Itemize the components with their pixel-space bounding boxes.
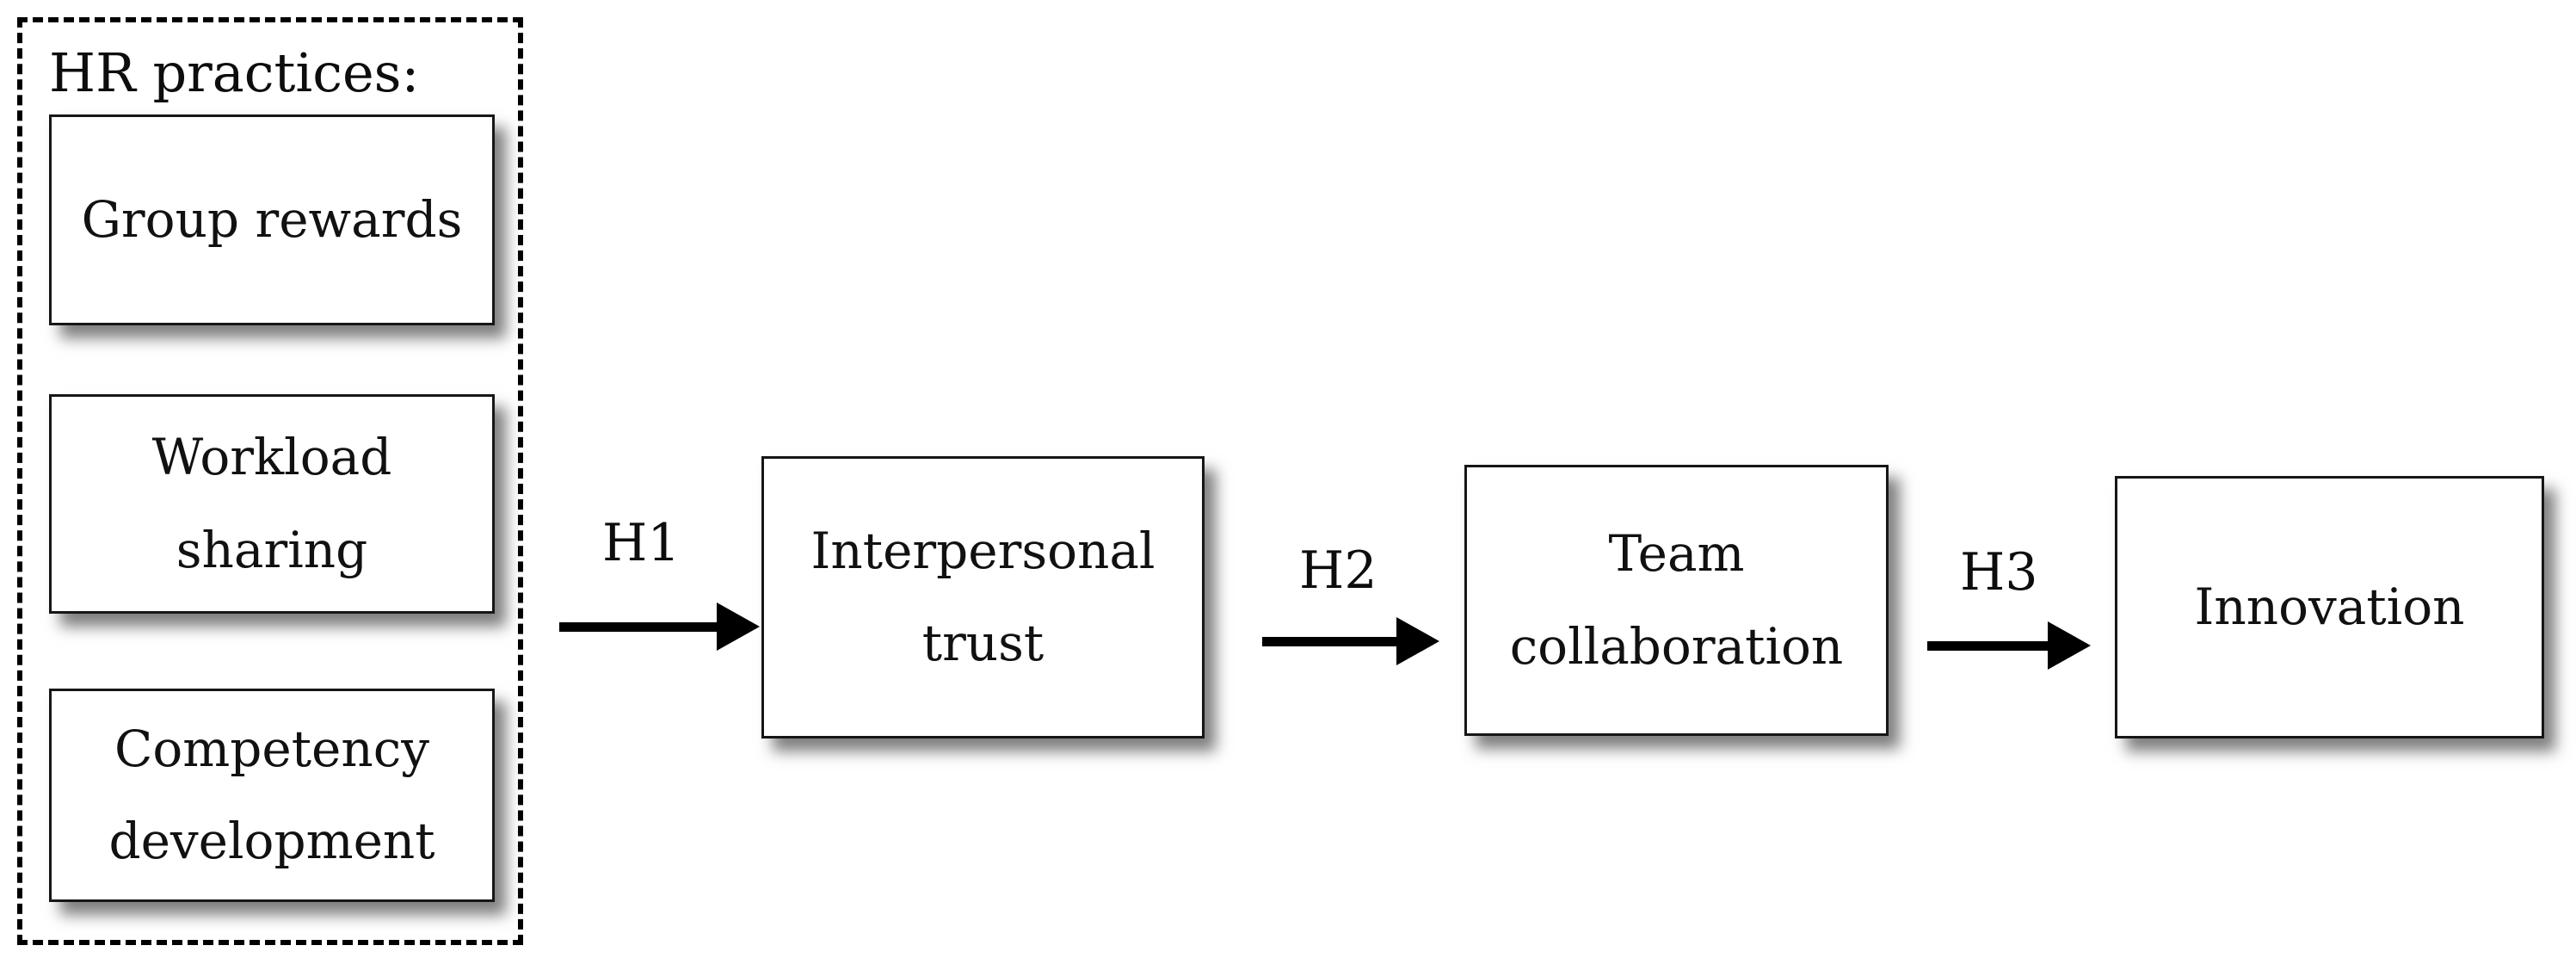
- arrow-h3-head-icon: [2048, 621, 2091, 670]
- hr-practices-label: HR practices:: [49, 41, 420, 104]
- box-competency-development: Competency development: [49, 689, 495, 902]
- hypothesis-label-h1: H1: [602, 513, 681, 573]
- box-workload-sharing: Workload sharing: [49, 394, 495, 614]
- arrow-h1-shaft: [559, 622, 717, 632]
- arrow-h2-shaft: [1262, 637, 1396, 646]
- box-innovation-label: Innovation: [2194, 577, 2465, 636]
- arrow-h3-shaft: [1927, 641, 2048, 651]
- box-innovation: Innovation: [2115, 476, 2544, 738]
- box-group-rewards-label: Group rewards: [81, 189, 463, 249]
- arrow-h2-head-icon: [1396, 617, 1439, 665]
- arrow-h1-head-icon: [717, 602, 760, 651]
- box-group-rewards: Group rewards: [49, 114, 495, 325]
- box-interpersonal-trust: Interpersonal trust: [761, 456, 1205, 738]
- box-team-collaboration: Team collaboration: [1464, 465, 1889, 736]
- hypothesis-label-h2: H2: [1299, 541, 1377, 601]
- hypothesis-label-h3: H3: [1960, 542, 2038, 602]
- box-workload-sharing-label: Workload sharing: [151, 428, 392, 579]
- box-competency-development-label: Competency development: [108, 719, 435, 870]
- hr-practices-group: HR practices: Group rewards Workload sha…: [17, 17, 523, 945]
- box-interpersonal-trust-label: Interpersonal trust: [810, 521, 1156, 672]
- box-team-collaboration-label: Team collaboration: [1509, 524, 1844, 676]
